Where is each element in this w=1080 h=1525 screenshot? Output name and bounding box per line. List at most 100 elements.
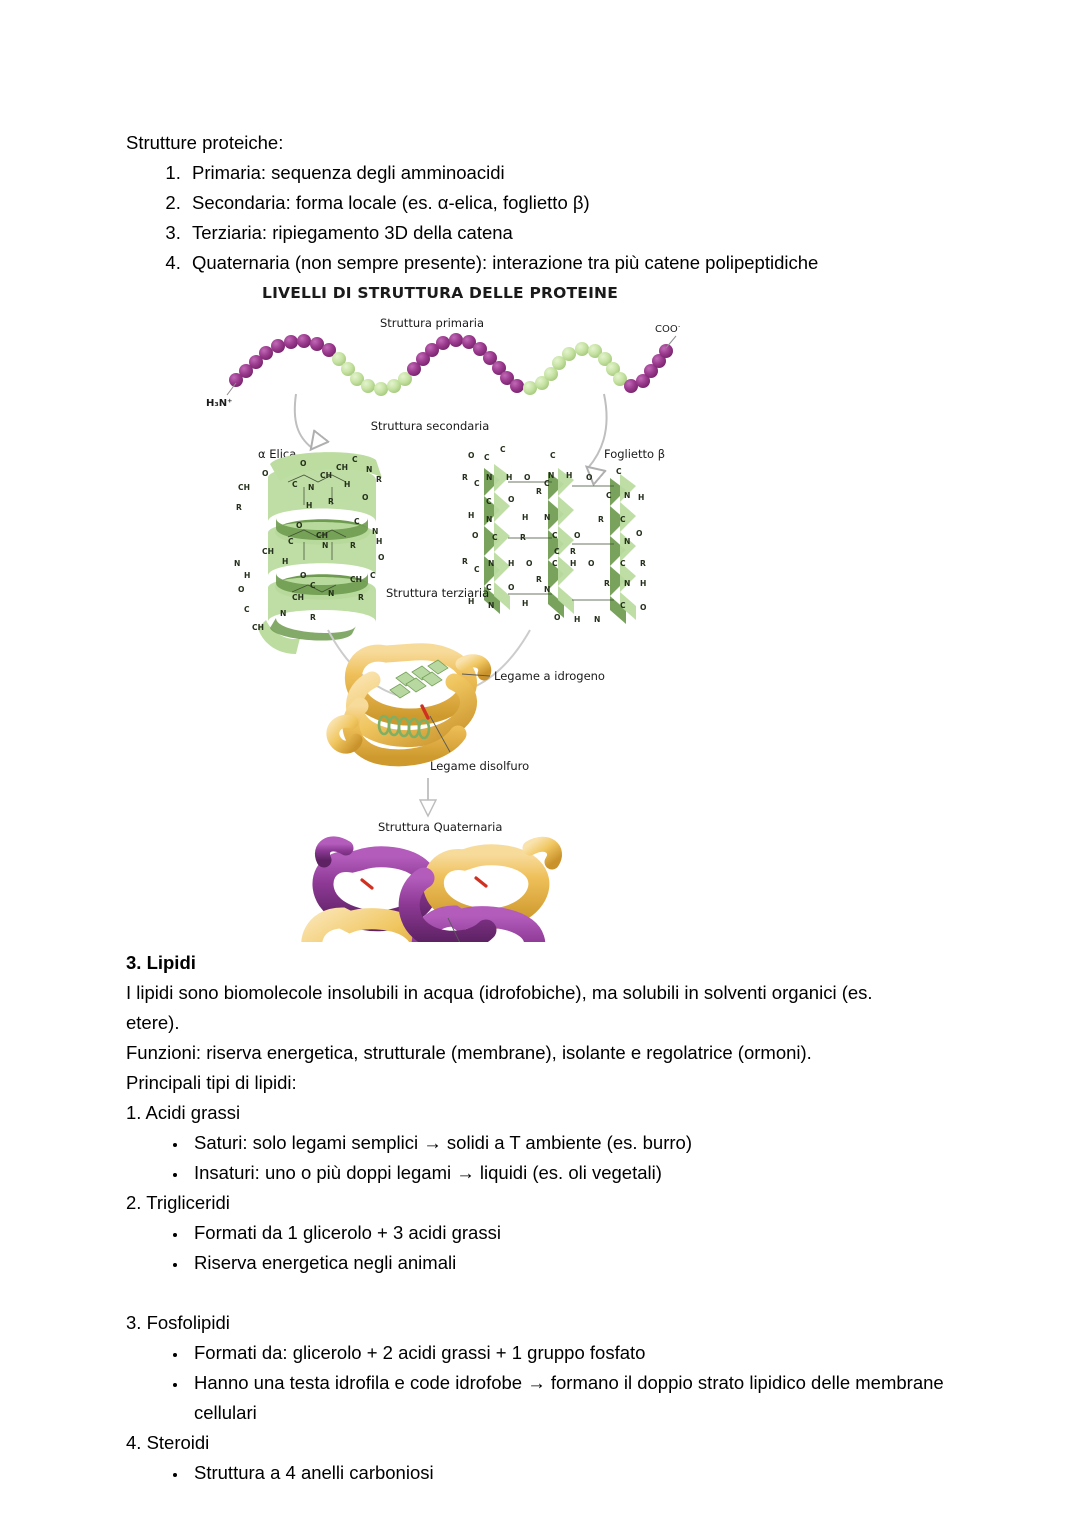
- svg-text:H: H: [468, 511, 474, 520]
- primary-structure-label: Struttura primaria: [380, 316, 484, 330]
- svg-text:N: N: [624, 537, 630, 546]
- svg-text:N: N: [366, 465, 372, 474]
- disulfide-bond-label-tertiary: Legame disolfuro: [430, 759, 529, 773]
- lipid-group-title-1: 1. Acidi grassi: [126, 1102, 241, 1123]
- svg-text:H: H: [282, 557, 288, 566]
- svg-text:H: H: [344, 480, 350, 489]
- list-item: Formati da 1 glicerolo + 3 acidi grassi: [188, 1218, 982, 1248]
- svg-text:N: N: [322, 541, 328, 550]
- svg-text:O: O: [508, 583, 515, 592]
- svg-text:R: R: [328, 497, 334, 506]
- svg-text:H: H: [376, 537, 382, 546]
- svg-text:O: O: [526, 559, 533, 568]
- svg-text:CH: CH: [316, 531, 328, 540]
- primary-structure-bead-chain: [226, 333, 677, 396]
- svg-text:N: N: [280, 609, 286, 618]
- svg-text:CH: CH: [336, 463, 348, 472]
- lipids-types-intro: Principali tipi di lipidi:: [126, 1072, 297, 1093]
- svg-text:H: H: [640, 579, 646, 588]
- lipids-intro-line-1: I lipidi sono biomolecole insolubili in …: [126, 982, 873, 1003]
- svg-text:O: O: [300, 459, 307, 468]
- svg-text:C: C: [354, 517, 360, 526]
- svg-text:CH: CH: [320, 471, 332, 480]
- svg-text:CH: CH: [262, 547, 274, 556]
- svg-text:O: O: [574, 531, 581, 540]
- svg-text:R: R: [462, 473, 468, 482]
- svg-text:O: O: [378, 553, 385, 562]
- svg-text:R: R: [462, 557, 468, 566]
- svg-text:H: H: [574, 615, 580, 624]
- svg-text:C: C: [474, 565, 480, 574]
- svg-text:R: R: [350, 541, 356, 550]
- svg-text:R: R: [358, 593, 364, 602]
- svg-text:R: R: [598, 515, 604, 524]
- svg-text:O: O: [640, 603, 647, 612]
- svg-text:O: O: [524, 473, 531, 482]
- quaternary-structure-label: Struttura Quaternaria: [378, 820, 502, 834]
- protein-structures-heading: Strutture proteiche:: [126, 132, 284, 153]
- svg-text:N: N: [548, 471, 554, 480]
- list-item: Riserva energetica negli animali: [188, 1248, 982, 1278]
- svg-text:CH: CH: [292, 593, 304, 602]
- svg-text:R: R: [536, 487, 542, 496]
- svg-text:N: N: [488, 559, 494, 568]
- svg-text:CH: CH: [252, 623, 264, 632]
- svg-text:R: R: [640, 559, 646, 568]
- svg-text:O: O: [262, 469, 269, 478]
- svg-text:C: C: [474, 479, 480, 488]
- svg-text:C: C: [292, 480, 298, 489]
- document-content: Strutture proteiche: Primaria: sequenza …: [126, 128, 982, 1488]
- svg-text:N: N: [544, 513, 550, 522]
- lipids-heading: 3. Lipidi: [126, 952, 196, 973]
- list-item: Quaternaria (non sempre presente): inter…: [186, 248, 982, 278]
- svg-text:CH: CH: [350, 575, 362, 584]
- svg-text:C: C: [486, 497, 492, 506]
- secondary-structure-label: Struttura secondaria: [371, 419, 490, 433]
- list-item: Insaturi: uno o più doppi legami → liqui…: [188, 1158, 982, 1188]
- arrow-primary-to-beta-sheet: [588, 393, 608, 468]
- svg-text:H: H: [570, 559, 576, 568]
- svg-text:C: C: [484, 453, 490, 462]
- arrow-tertiary-to-quaternary: [418, 799, 438, 818]
- list-item: Primaria: sequenza degli amminoacidi: [186, 158, 982, 188]
- svg-text:O: O: [472, 531, 479, 540]
- figure-title: LIVELLI DI STRUTTURA DELLE PROTEINE: [262, 284, 618, 302]
- svg-text:H: H: [506, 473, 512, 482]
- lipid-group-list-4: Struttura a 4 anelli carboniosi: [126, 1458, 982, 1488]
- svg-text:C: C: [370, 571, 376, 580]
- svg-text:N: N: [488, 601, 494, 610]
- svg-text:H: H: [244, 571, 250, 580]
- svg-text:N: N: [544, 585, 550, 594]
- svg-text:C: C: [352, 455, 358, 464]
- svg-text:N: N: [486, 473, 492, 482]
- svg-text:C: C: [552, 559, 558, 568]
- svg-text:N: N: [624, 491, 630, 500]
- svg-text:O: O: [508, 495, 515, 504]
- n-terminus-label: H₃N⁺: [206, 398, 232, 409]
- section-spacer: [126, 1278, 982, 1308]
- lipid-group-title-4: 4. Steroidi: [126, 1432, 210, 1453]
- svg-text:R: R: [236, 503, 242, 512]
- svg-text:C: C: [606, 491, 612, 500]
- svg-text:O: O: [300, 571, 307, 580]
- svg-text:C: C: [310, 581, 316, 590]
- list-item: Hanno una testa idrofila e code idrofobe…: [188, 1368, 982, 1428]
- svg-text:O: O: [554, 613, 561, 622]
- svg-text:C: C: [500, 445, 506, 454]
- disulfide-bond-marker: [420, 704, 430, 720]
- svg-text:R: R: [570, 547, 576, 556]
- svg-text:H: H: [566, 471, 572, 480]
- list-item: Struttura a 4 anelli carboniosi: [188, 1458, 982, 1488]
- list-item: Saturi: solo legami semplici → solidi a …: [188, 1128, 982, 1158]
- list-item: Terziaria: ripiegamento 3D della catena: [186, 218, 982, 248]
- lipids-intro-line-2: etere).: [126, 1012, 180, 1033]
- svg-text:C: C: [288, 537, 294, 546]
- svg-text:O: O: [636, 529, 643, 538]
- lipid-group-title-3: 3. Fosfolipidi: [126, 1312, 230, 1333]
- tertiary-structure-diagram: [326, 643, 492, 767]
- svg-text:C: C: [552, 531, 558, 540]
- svg-text:C: C: [550, 451, 556, 460]
- c-terminus-label: COO⁻: [655, 324, 680, 335]
